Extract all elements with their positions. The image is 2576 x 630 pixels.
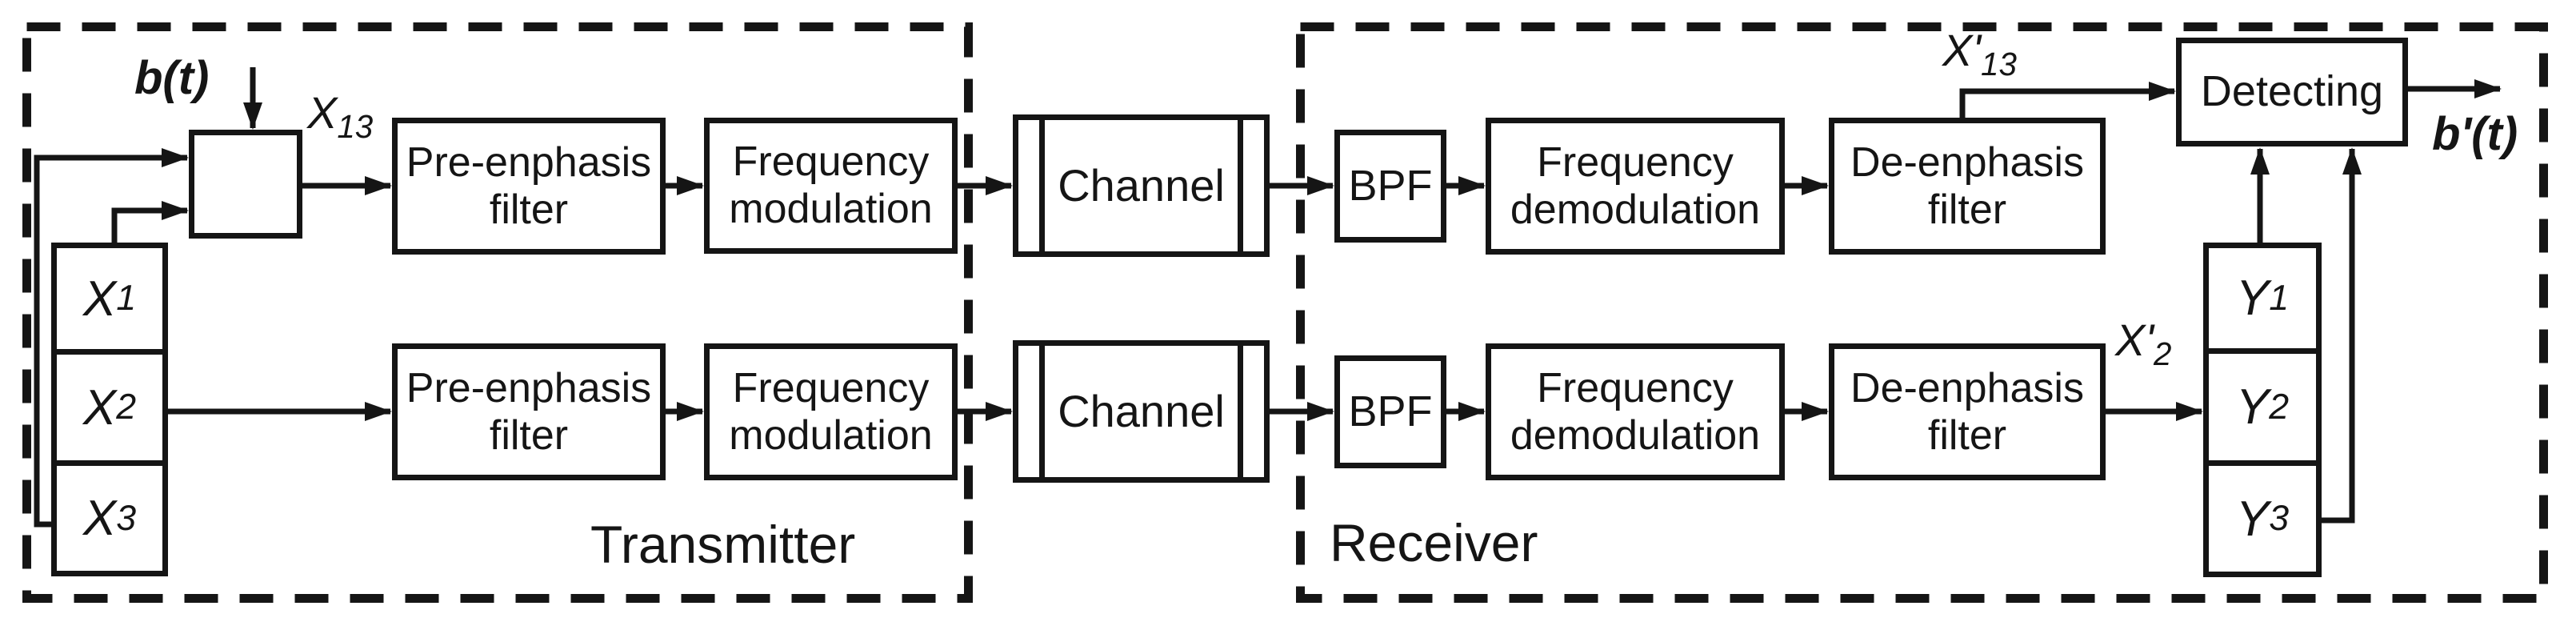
transmitter-label: Transmitter bbox=[590, 515, 856, 574]
mux-cell-x1-base: X bbox=[82, 271, 117, 327]
block-pre-emphasis-filter-2-label: Pre-enphasis bbox=[406, 364, 652, 411]
block-de-emphasis-filter-1-label: De-enphasis bbox=[1850, 138, 2084, 186]
signal-x-prime-2-subscript: 2 bbox=[2154, 335, 2172, 373]
combiner-cell-y3-base: Y bbox=[2235, 491, 2270, 547]
transmitter-region-border bbox=[22, 22, 973, 603]
block-pre-emphasis-filter-2-label: filter bbox=[489, 411, 569, 459]
block-frequency-demodulation-1-label: demodulation bbox=[1510, 186, 1761, 233]
block-frequency-modulation-2-label: Frequency bbox=[732, 364, 930, 411]
block-bpf-2: BPF bbox=[1334, 355, 1446, 468]
signal-x13-subscript: 13 bbox=[337, 108, 374, 146]
wire-de1-detecting bbox=[1959, 82, 2176, 120]
wire-y3-detecting bbox=[2322, 147, 2362, 524]
block-bpf-1-label: BPF bbox=[1348, 161, 1433, 210]
block-channel-2: Channel bbox=[1013, 340, 1270, 483]
block-de-emphasis-filter-2-label: De-enphasis bbox=[1850, 364, 2084, 411]
block-channel-2-end-bar bbox=[1039, 346, 1045, 477]
combiner-cell-y2-base: Y bbox=[2235, 379, 2270, 435]
receiver-label: Receiver bbox=[1330, 513, 1538, 572]
wire-x1-feed bbox=[111, 201, 189, 245]
block-frequency-demodulation-2-label: demodulation bbox=[1510, 411, 1761, 459]
block-frequency-demodulation-2-label: Frequency bbox=[1537, 364, 1734, 411]
wire-x13-feed bbox=[34, 148, 189, 528]
block-detecting-label: Detecting bbox=[2200, 67, 2384, 116]
signal-x-prime-2-base: X' bbox=[2115, 315, 2154, 365]
block-channel-1: Channel bbox=[1013, 114, 1270, 257]
block-frequency-modulation-2-label: modulation bbox=[729, 411, 933, 459]
block-de-emphasis-filter-2-label: filter bbox=[1927, 411, 2007, 459]
signal-b-t-label: b(t) bbox=[134, 52, 210, 104]
combiner-cell-y1-base: Y bbox=[2235, 271, 2270, 326]
block-de-emphasis-filter-1-label: filter bbox=[1927, 186, 2007, 233]
signal-x-prime-13-label: X'13 bbox=[1942, 24, 2017, 80]
block-channel-1-end-bar bbox=[1039, 120, 1045, 251]
block-frequency-modulation-1-label: modulation bbox=[729, 186, 933, 232]
block-frequency-demodulation-1-label: Frequency bbox=[1537, 138, 1734, 186]
signal-x-prime-13-base: X' bbox=[1942, 25, 1982, 75]
signal-x13-label: X13 bbox=[307, 86, 373, 142]
block-channel-1-end-bar bbox=[1238, 120, 1243, 251]
signal-x13-base: X bbox=[307, 87, 338, 138]
switch-box bbox=[189, 130, 302, 239]
block-bpf-2-label: BPF bbox=[1348, 387, 1433, 435]
block-channel-1-label: Channel bbox=[1058, 160, 1225, 211]
block-detecting: Detecting bbox=[2176, 38, 2408, 146]
mux-cell-x3-base: X bbox=[82, 491, 117, 546]
block-pre-emphasis-filter-1-label: Pre-enphasis bbox=[406, 138, 652, 186]
block-channel-2-end-bar bbox=[1238, 346, 1243, 477]
block-pre-emphasis-filter-1-label: filter bbox=[489, 186, 569, 233]
block-frequency-modulation-1-label: Frequency bbox=[732, 138, 930, 186]
block-channel-2-label: Channel bbox=[1058, 386, 1225, 437]
block-bpf-1: BPF bbox=[1334, 130, 1446, 243]
signal-b-prime-t-label: b'(t) bbox=[2432, 108, 2518, 160]
mux-cell-x2-base: X bbox=[82, 379, 117, 435]
signal-x-prime-13-subscript: 13 bbox=[1981, 46, 2017, 83]
signal-x-prime-2-label: X'2 bbox=[2115, 314, 2171, 370]
receiver-region-border bbox=[1296, 22, 2548, 603]
